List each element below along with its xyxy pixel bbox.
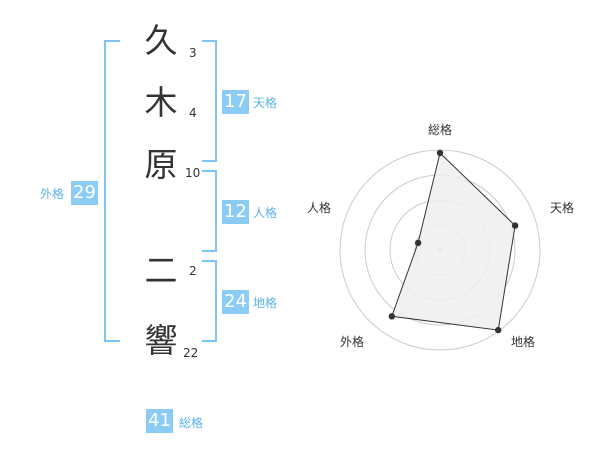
stroke-count-3: 10	[185, 166, 201, 180]
name-char-2: 木	[144, 83, 178, 122]
gaikaku-value: 29	[71, 181, 98, 205]
radar-point	[511, 222, 519, 229]
soukaku-label: 総格	[179, 416, 204, 430]
radar-axis-label-jinkaku: 人格	[307, 201, 332, 215]
radar-axis-label-tenkaku: 天格	[550, 201, 575, 215]
name-char-4: 二	[144, 251, 178, 290]
jinkaku-bracket	[202, 170, 217, 252]
name-char-5: 響	[144, 321, 178, 360]
tenkaku-bracket	[202, 40, 217, 162]
stroke-count-2: 4	[189, 106, 197, 120]
stroke-count-4: 2	[189, 264, 197, 278]
radar-axis-label-chikaku: 地格	[511, 335, 536, 349]
radar-point	[414, 239, 422, 247]
chikaku-label: 地格	[253, 296, 278, 310]
jinkaku-value: 12	[222, 200, 249, 224]
name-char-1: 久	[144, 21, 178, 60]
chikaku-bracket	[202, 260, 217, 342]
soukaku-value: 41	[146, 409, 173, 433]
tenkaku-value: 17	[222, 90, 249, 114]
name-char-3: 原	[144, 145, 178, 184]
stroke-count-1: 3	[189, 46, 197, 60]
radar-point	[494, 326, 502, 334]
gaikaku-label: 外格	[40, 187, 65, 201]
gaikaku-bracket	[104, 40, 120, 342]
stroke-count-5: 22	[183, 346, 199, 360]
radar-series-polygon	[391, 152, 516, 331]
radar-point	[436, 149, 444, 157]
chikaku-value: 24	[222, 290, 249, 314]
radar-point	[388, 313, 396, 320]
jinkaku-label: 人格	[253, 206, 278, 220]
radar-axis-label-gaikaku: 外格	[340, 335, 365, 349]
radar-axis-label-soukaku: 総格	[428, 123, 453, 137]
tenkaku-label: 天格	[253, 96, 278, 110]
